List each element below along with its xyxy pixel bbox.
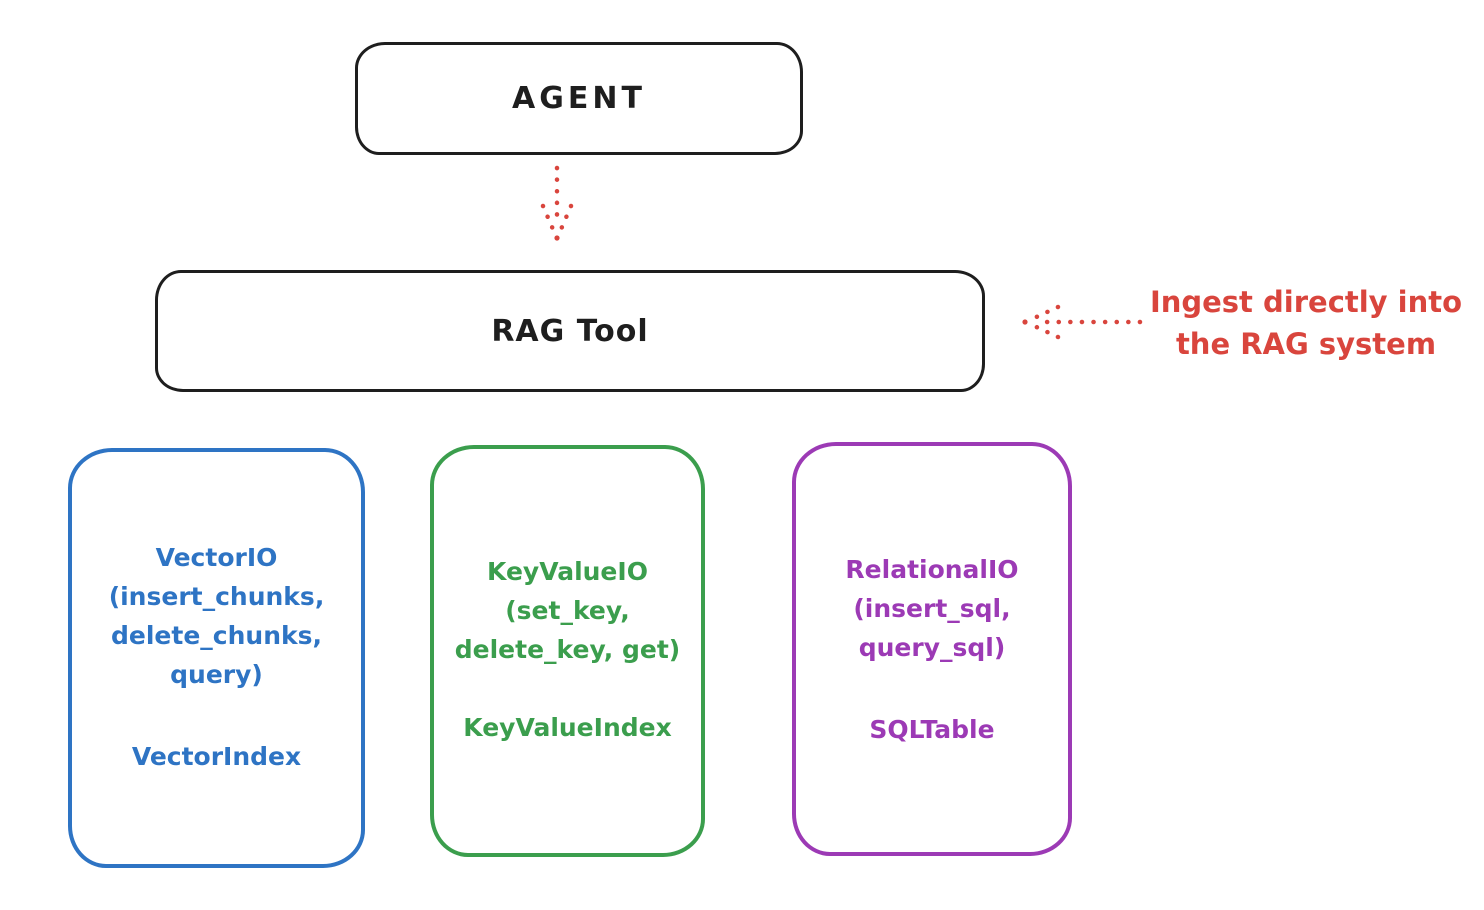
relationalio-title: RelationalIO xyxy=(845,555,1019,584)
ingest-annotation-line2: the RAG system xyxy=(1175,327,1437,361)
agent-label: AGENT xyxy=(512,81,646,116)
keyvalueio-box: KeyValueIO (set_key, delete_key, get) Ke… xyxy=(430,445,705,857)
vectorio-params-line: (insert_chunks, xyxy=(108,582,325,611)
ingest-arrow-icon xyxy=(1022,304,1143,340)
ingest-annotation: Ingest directly into the RAG system xyxy=(1130,281,1482,365)
keyvalueio-params-line: delete_key, get) xyxy=(454,635,681,664)
keyvalueio-index-label: KeyValueIndex xyxy=(463,713,672,742)
relationalio-params-line: query_sql) xyxy=(858,633,1006,662)
vectorio-title: VectorIO xyxy=(155,543,278,572)
agent-box: AGENT xyxy=(355,42,803,155)
vectorio-params-line: query) xyxy=(170,660,263,689)
relationalio-index-label: SQLTable xyxy=(869,715,995,744)
keyvalueio-params-line: (set_key, xyxy=(505,596,630,625)
keyvalueio-methods: KeyValueIO (set_key, delete_key, get) xyxy=(434,552,701,669)
vectorio-methods: VectorIO (insert_chunks, delete_chunks, … xyxy=(72,538,361,694)
relationalio-box: RelationalIO (insert_sql, query_sql) SQL… xyxy=(792,442,1072,856)
rag-tool-box: RAG Tool xyxy=(155,270,985,392)
rag-tool-label: RAG Tool xyxy=(491,313,649,349)
ingest-annotation-line1: Ingest directly into xyxy=(1149,285,1463,319)
agent-to-ragtool-arrow-icon xyxy=(540,165,574,241)
vectorio-index-label: VectorIndex xyxy=(131,742,302,771)
vectorio-box: VectorIO (insert_chunks, delete_chunks, … xyxy=(68,448,365,868)
relationalio-params-line: (insert_sql, xyxy=(853,594,1011,623)
keyvalueio-title: KeyValueIO xyxy=(487,557,648,586)
vectorio-params-line: delete_chunks, xyxy=(111,621,322,650)
relationalio-methods: RelationalIO (insert_sql, query_sql) xyxy=(796,550,1068,667)
